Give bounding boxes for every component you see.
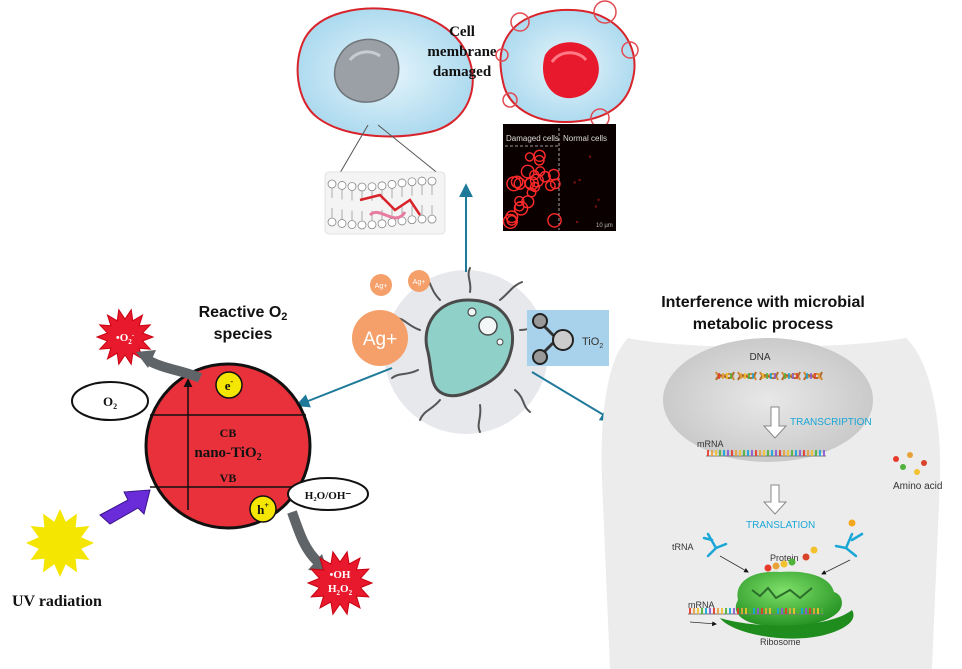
ros-title-line-1: Reactive O2: [199, 304, 288, 323]
transcription-label: TRANSCRIPTION: [790, 417, 872, 428]
svg-text:•O2-: •O2-: [116, 331, 135, 346]
title-line-3: damaged: [433, 64, 492, 80]
svg-text:O2: O2: [103, 394, 117, 411]
svg-text:h+: h+: [257, 501, 269, 517]
curved-arrow-superoxide: [145, 355, 203, 383]
hydroxyl-burst: •OH H2O2: [306, 550, 374, 616]
svg-text:Ag+: Ag+: [375, 283, 388, 290]
nano-label: nano-TiO2: [194, 445, 261, 463]
silver-ion-large: Ag+: [352, 310, 408, 366]
metabolism-title-line-1: Interference with microbial: [661, 294, 865, 311]
mrna-top-label: mRNA: [697, 439, 724, 449]
amino-acids: Amino acid: [893, 452, 942, 492]
nucleoid: DNA TRANSCRIPTION mRNA: [663, 338, 873, 462]
title-cell-membrane-damaged: Cell membrane damaged: [427, 24, 496, 80]
microbe-icon: [384, 267, 548, 434]
healthy-cell-icon: [296, 7, 474, 138]
cb-label: CB: [220, 426, 237, 440]
sun-icon: [26, 509, 94, 577]
membrane-bilayer-icon: [324, 124, 446, 235]
trna-label: tRNA: [672, 542, 694, 552]
svg-text:TiO2: TiO2: [582, 336, 603, 350]
protein-label: Protein: [770, 553, 799, 563]
superoxide-burst: •O2-: [95, 308, 155, 366]
arrow-to-ros: [295, 367, 393, 408]
o2-ellipse: O2: [71, 381, 149, 421]
translation-arrow: [762, 484, 788, 515]
ribosome-label: Ribosome: [760, 637, 801, 647]
trna-left-icon: [702, 532, 728, 558]
metabolism-title-line-2: metabolic process: [693, 316, 834, 333]
micro-scale: 10 µm: [596, 223, 613, 229]
trna-right-icon: [834, 532, 864, 558]
hole-circle: h+: [249, 495, 277, 523]
microscopy-panel: Damaged cells Normal cells 10 µm: [502, 124, 616, 231]
svg-text:e-: e-: [225, 377, 234, 393]
svg-text:Ag+: Ag+: [363, 329, 397, 350]
svg-text:H2O2: H2O2: [328, 583, 353, 597]
h2o-ellipse: H₂O/OH⁻: [287, 477, 369, 511]
uv-arrow: [99, 489, 151, 525]
svg-text:H₂O/OH⁻: H₂O/OH⁻: [305, 490, 352, 502]
ros-title: Reactive O2 species: [199, 304, 288, 343]
arrow-to-metabolism: [531, 371, 615, 422]
protein-chain: Protein: [764, 519, 856, 572]
svg-text:•OH: •OH: [330, 569, 351, 581]
silver-ion-small-2: Ag+: [408, 270, 430, 292]
micro-label-damaged: Damaged cells: [506, 134, 559, 143]
tio2-molecule-icon: TiO2: [527, 310, 609, 366]
silver-ion-small-1: Ag+: [370, 274, 392, 296]
dna-label: DNA: [749, 352, 770, 363]
mrna-bottom-label: mRNA: [688, 600, 715, 610]
curved-arrow-hydroxyl: [287, 510, 322, 566]
mrna-strand-bottom: [688, 608, 824, 615]
title-line-1: Cell: [449, 24, 475, 40]
damaged-cell-icon: [495, 0, 639, 128]
translation-label: TRANSLATION: [746, 520, 815, 531]
uv-radiation-label: UV radiation: [12, 593, 102, 610]
ros-title-line-2: species: [214, 326, 273, 343]
electron-circle: e-: [215, 371, 243, 399]
micro-label-normal: Normal cells: [563, 134, 607, 143]
amino-acid-label: Amino acid: [893, 481, 942, 492]
vb-label: VB: [220, 471, 237, 485]
svg-text:Ag+: Ag+: [413, 279, 426, 286]
title-line-2: membrane: [427, 44, 496, 60]
nano-tio2-particle: CB nano-TiO2 VB: [144, 362, 312, 530]
metabolism-title: Interference with microbial metabolic pr…: [661, 294, 865, 333]
transcription-arrow: [762, 406, 788, 439]
